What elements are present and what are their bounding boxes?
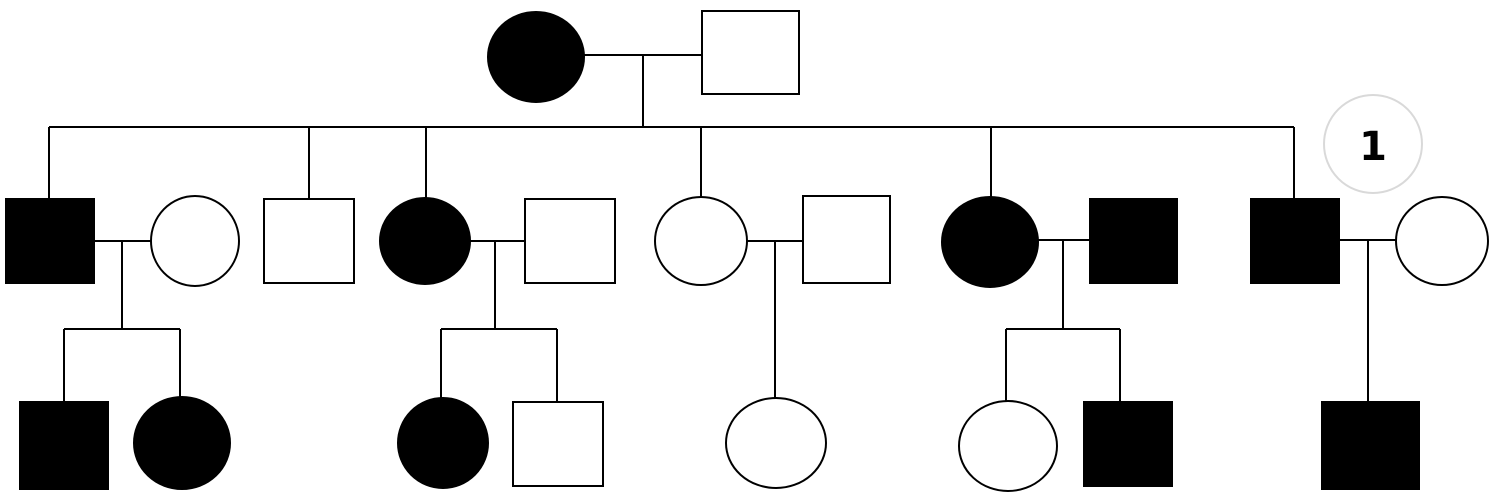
affected-male-g3-1 — [19, 401, 109, 490]
annotation-label: 1 — [1359, 124, 1387, 170]
unaffected-female-g3-6 — [958, 400, 1058, 492]
unaffected-male-g3-4 — [512, 401, 604, 487]
annotation-circle — [1323, 94, 1423, 194]
unaffected-female-spouse-g2-5 — [1395, 196, 1489, 286]
affected-male-g3-7 — [1083, 401, 1173, 487]
affected-male-g3-8 — [1321, 401, 1420, 490]
affected-male-spouse-g2-4 — [1089, 198, 1178, 284]
unaffected-male-spouse-g2-3 — [802, 195, 891, 284]
affected-female-g1 — [487, 11, 585, 103]
annotation-badge: 1 — [1323, 94, 1423, 194]
unaffected-male-g1 — [701, 10, 800, 95]
affected-female-g3-2 — [133, 396, 231, 490]
unaffected-male-spouse-g2-2 — [524, 198, 616, 284]
unaffected-female-g3-5 — [725, 397, 827, 489]
pedigree-lines — [48, 54, 1398, 402]
affected-female-g3-3 — [397, 397, 489, 489]
unaffected-female-spouse-g2-1 — [150, 195, 240, 287]
affected-male-g2-1 — [5, 198, 95, 284]
unaffected-female-g2-4 — [654, 196, 748, 286]
affected-male-g2-6 — [1250, 198, 1340, 284]
affected-female-g2-3 — [379, 197, 471, 285]
affected-female-g2-5 — [941, 196, 1039, 288]
unaffected-male-g2-2 — [263, 198, 355, 284]
pedigree-individuals — [5, 10, 1489, 492]
